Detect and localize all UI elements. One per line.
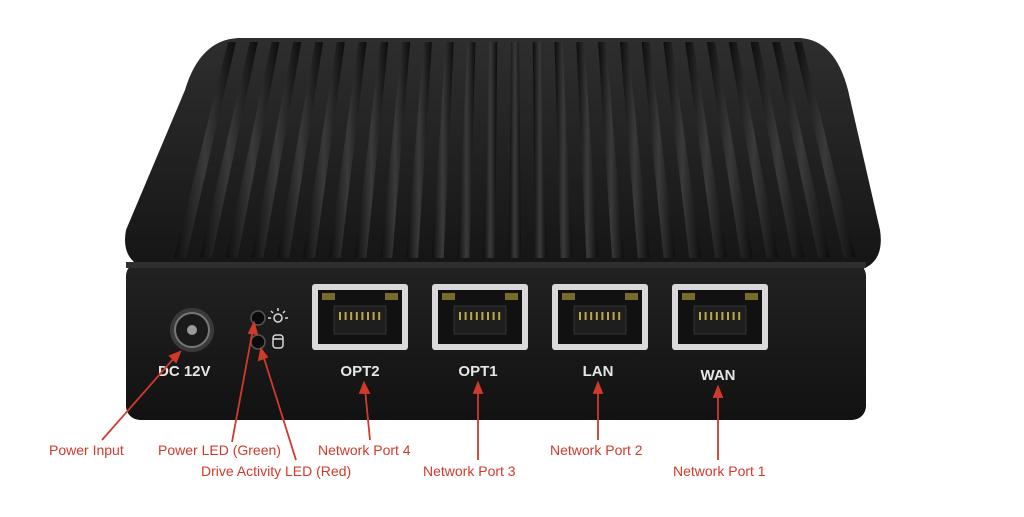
arrow-power-led <box>231 320 259 443</box>
port-opt1 <box>432 284 528 350</box>
drive-led <box>250 334 266 350</box>
heatsink-fin <box>174 42 236 258</box>
heatsink-fin <box>380 42 411 258</box>
panel-top-edge <box>126 262 866 268</box>
heatsink-fin <box>483 42 498 258</box>
heatsink-fin <box>405 42 432 258</box>
port-wan <box>672 284 768 350</box>
heatsink-fin <box>576 42 599 258</box>
port-lan <box>552 284 648 350</box>
heatsink-fin <box>750 42 805 258</box>
heatsink-fin <box>328 42 367 258</box>
port-opt2 <box>312 284 408 350</box>
arrow-drive-led <box>257 346 297 461</box>
callout-power-led: Power LED (Green) <box>158 442 281 458</box>
heatsink-fin <box>772 42 831 258</box>
heatsink-fins <box>174 42 856 258</box>
arrow-power-input <box>101 350 182 441</box>
dc-jack <box>170 308 214 352</box>
heatsink-fin <box>794 42 856 258</box>
heatsink-fin <box>251 42 302 258</box>
heatsink-fin <box>457 42 476 258</box>
heatsink-fin <box>598 42 625 258</box>
callout-port3: Network Port 3 <box>423 463 516 479</box>
heatsink-fin <box>302 42 345 258</box>
callout-port1: Network Port 1 <box>673 463 766 479</box>
heatsink-fin <box>641 42 676 258</box>
heatsink-fin <box>509 42 521 258</box>
lightbulb-icon <box>268 308 288 323</box>
heatsink-fin <box>199 42 258 258</box>
heatsink-fin <box>554 42 573 258</box>
heatsink-fin <box>663 42 702 258</box>
heatsink-fin <box>277 42 324 258</box>
callout-port4: Network Port 4 <box>318 442 411 458</box>
drive-icon <box>272 334 284 349</box>
arrow-port3 <box>472 380 484 460</box>
heatsink-fin <box>685 42 728 258</box>
label-lan: LAN <box>583 363 614 380</box>
heatsink-fin <box>354 42 389 258</box>
heatsink-fin <box>728 42 779 258</box>
arrow-port4 <box>358 380 371 441</box>
label-wan: WAN <box>701 367 736 384</box>
label-opt1: OPT1 <box>458 363 497 380</box>
heatsink-fin <box>431 42 454 258</box>
callout-drive-led: Drive Activity LED (Red) <box>201 463 352 479</box>
heatsink-fin <box>619 42 650 258</box>
arrow-port2 <box>592 380 604 440</box>
heatsink-fin <box>706 42 753 258</box>
heatsink-fin <box>225 42 280 258</box>
callout-power-input: Power Input <box>49 442 124 458</box>
label-opt2: OPT2 <box>340 363 379 380</box>
callout-port2: Network Port 2 <box>550 442 643 458</box>
network-ports <box>312 284 768 350</box>
dc-label: DC 12V <box>158 363 211 380</box>
arrow-port1 <box>712 384 724 460</box>
heatsink-fin <box>532 42 547 258</box>
